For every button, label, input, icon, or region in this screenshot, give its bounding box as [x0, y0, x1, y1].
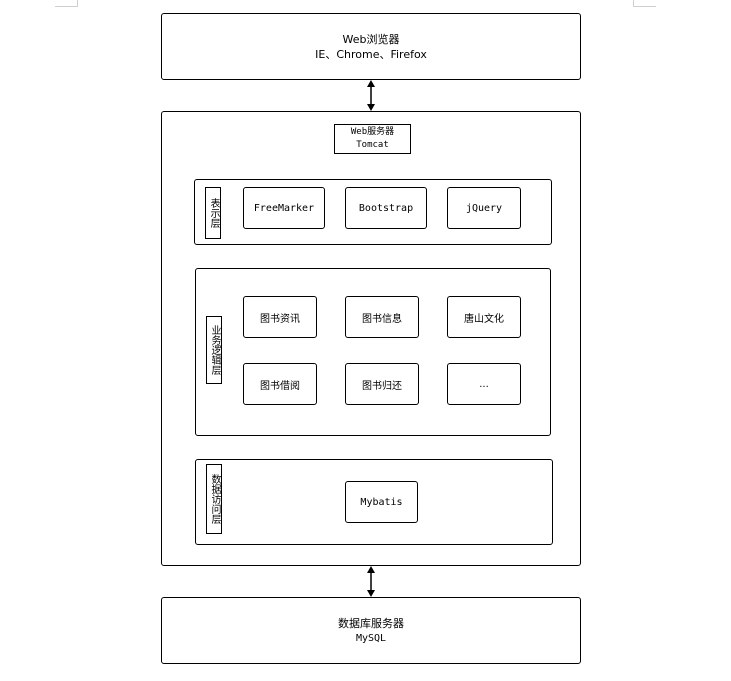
bootstrap-item: Bootstrap: [345, 187, 427, 229]
web-server-subtitle: Tomcat: [356, 140, 389, 150]
business-layer-box: [195, 268, 551, 436]
mybatis-item: Mybatis: [345, 481, 418, 523]
data-layer-label: 数据访问层: [206, 464, 222, 534]
presentation-layer-label: 表示层: [205, 187, 221, 239]
browser-subtitle: IE、Chrome、Firefox: [315, 47, 427, 61]
db-server-box: 数据库服务器 MySQL: [161, 597, 581, 664]
arrow-webserver-db: [367, 566, 375, 597]
web-server-title-box: Web服务器 Tomcat: [334, 124, 411, 154]
db-server-subtitle: MySQL: [355, 632, 387, 644]
page-corner-left: [55, 0, 78, 7]
tangshan-culture-item: 唐山文化: [447, 296, 521, 338]
book-return-item: 图书归还: [345, 363, 419, 405]
arrow-browser-webserver: [367, 80, 375, 111]
web-server-title: Web服务器: [350, 127, 395, 137]
jquery-item: jQuery: [447, 187, 521, 229]
business-layer-label: 业务逻辑层: [206, 316, 222, 384]
book-news-item: 图书资讯: [243, 296, 317, 338]
browser-box: Web浏览器 IE、Chrome、Firefox: [161, 13, 581, 80]
freemarker-item: FreeMarker: [243, 187, 325, 229]
page-corner-right: [633, 0, 656, 7]
book-borrow-item: 图书借阅: [243, 363, 317, 405]
book-info-item: 图书信息: [345, 296, 419, 338]
more-item: ...: [447, 363, 521, 405]
browser-title: Web浏览器: [342, 32, 400, 46]
db-server-title: 数据库服务器: [338, 616, 404, 630]
